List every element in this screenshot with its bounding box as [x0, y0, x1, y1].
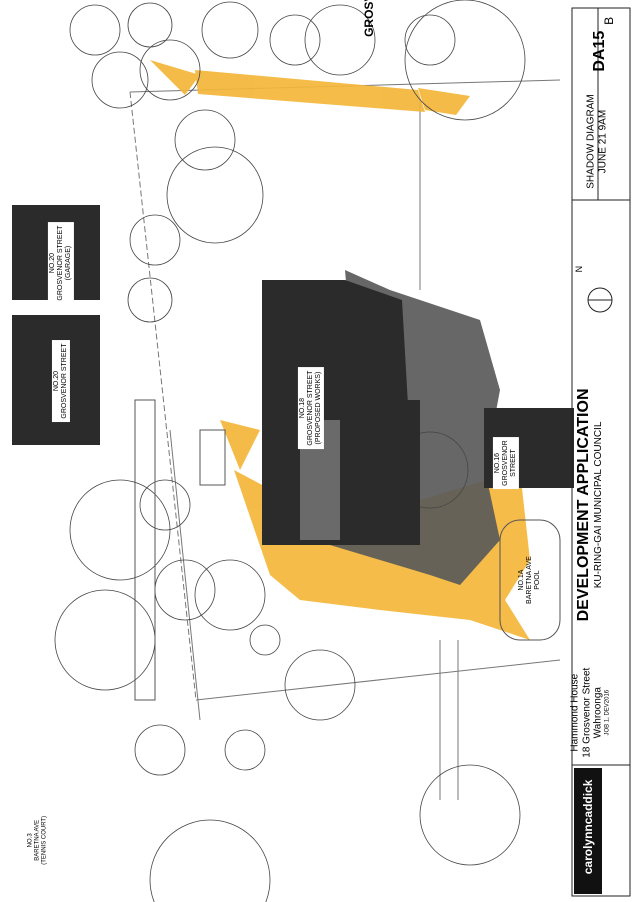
drawing-title: SHADOW DIAGRAM: [585, 94, 597, 189]
brand-block: [574, 768, 602, 894]
label-no3: NO.3 BARETNA AVE (TENNIS COURT): [27, 815, 48, 865]
pool-outline: [499, 519, 561, 641]
project-block: Hammond House 18 Grosvenor Street Wahroo…: [569, 643, 610, 783]
hedges: [134, 399, 226, 701]
drawing-title-block: SHADOW DIAGRAM JUNE 21 9AM: [586, 87, 609, 197]
north-label: N: [573, 265, 584, 273]
label-top-street: GROSVENOR: [362, 0, 377, 37]
subject-house-roof: [262, 280, 420, 545]
drawing-subtitle: JUNE 21 9AM: [597, 109, 608, 174]
label-no18: NO.18 GROSVENOR STREET (PROPOSED WORKS): [297, 367, 325, 450]
job-number: JOB 1, DEV2016: [603, 689, 610, 736]
title-block-frame: [571, 7, 631, 897]
project-name: Hammond House: [569, 673, 581, 752]
application-block: DEVELOPMENT APPLICATION KU-RING-GAI MUNI…: [575, 375, 605, 635]
council-name: KU-RING-GAI MUNICIPAL COUNCIL: [593, 421, 605, 589]
label-no20: NO.20 GROSVENOR STREET: [51, 340, 71, 423]
application-type: DEVELOPMENT APPLICATION: [575, 388, 593, 622]
label-no1a: NO.1A BARETNA AVE POOL: [517, 556, 542, 604]
project-ref: DA15: [590, 30, 608, 72]
project-address-2: Wahroonga: [592, 687, 604, 739]
revision: B: [602, 11, 617, 31]
brand-name: carolynncaddick: [581, 779, 596, 875]
label-no20-garage: NO.20 GROSVENOR STREET (GARAGE): [47, 222, 75, 305]
project-address-1: 18 Grosvenor Street: [580, 667, 592, 758]
north-arrow-icon: [587, 287, 613, 313]
label-no16: NO.16 GROSVENOR STREET: [492, 437, 520, 490]
revision-letter: B: [602, 16, 617, 25]
